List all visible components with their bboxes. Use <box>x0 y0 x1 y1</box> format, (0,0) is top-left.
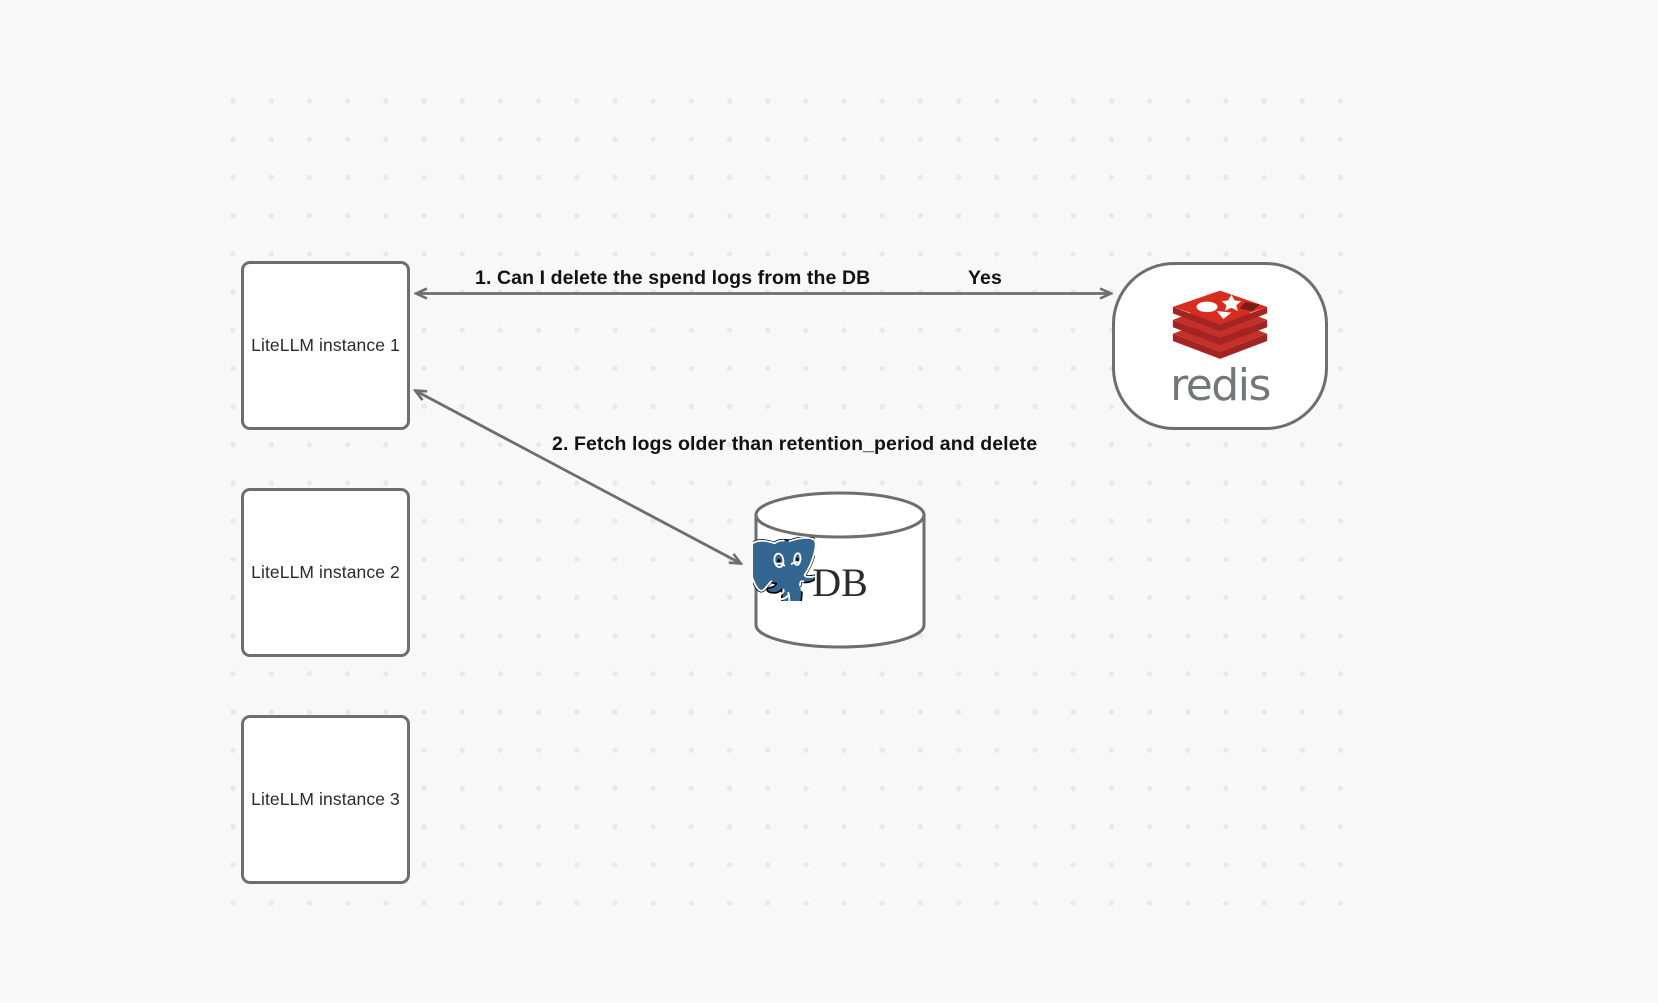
edge-instance1-db <box>416 391 740 563</box>
node-label: LiteLLM instance 3 <box>251 789 400 809</box>
node-label: LiteLLM instance 2 <box>251 562 400 582</box>
edge-label-reply-yes: Yes <box>968 267 1002 289</box>
node-postgres-db[interactable]: DB <box>753 491 927 649</box>
node-redis-cache[interactable]: redis <box>1112 262 1328 430</box>
db-label: DB <box>812 559 868 605</box>
edge-label-step-1: 1. Can I delete the spend logs from the … <box>475 267 871 289</box>
node-litellm-instance-2[interactable]: LiteLLM instance 2 <box>241 488 410 657</box>
node-litellm-instance-3[interactable]: LiteLLM instance 3 <box>241 715 410 884</box>
postgresql-elephant-icon <box>753 537 815 601</box>
redis-wordmark: redis <box>1170 360 1271 412</box>
edge-label-step-2: 2. Fetch logs older than retention_perio… <box>552 433 1038 455</box>
node-litellm-instance-1[interactable]: LiteLLM instance 1 <box>241 261 410 430</box>
node-label: LiteLLM instance 1 <box>251 335 400 355</box>
redis-logo-icon <box>1172 291 1268 360</box>
